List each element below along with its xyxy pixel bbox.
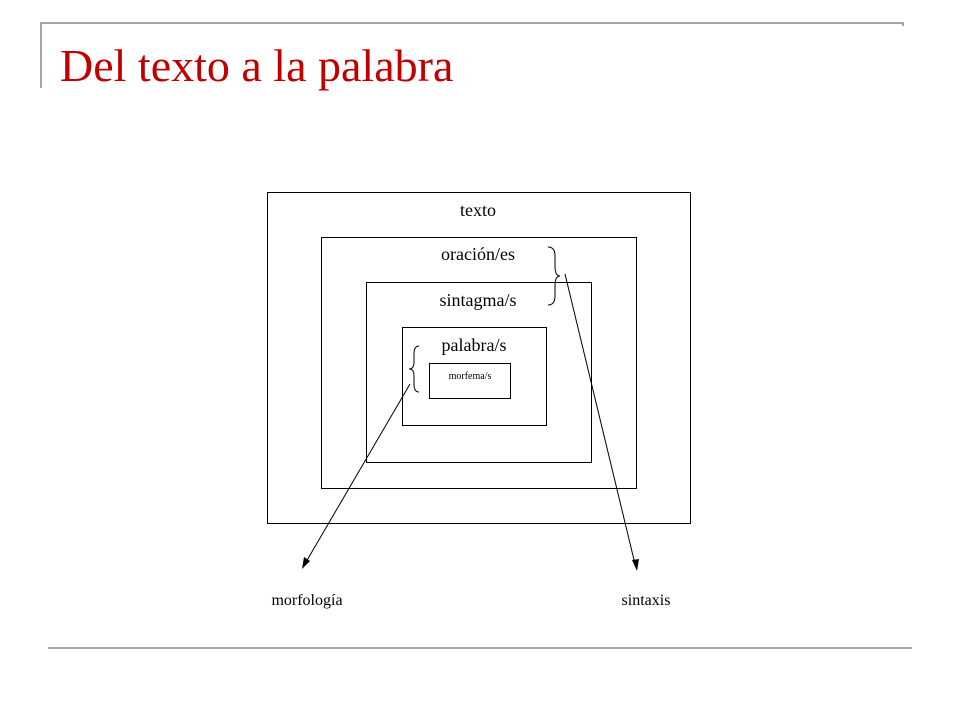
texto-box xyxy=(267,192,691,524)
slide-frame-left xyxy=(40,22,42,88)
oracion-label: oración/es xyxy=(441,244,515,264)
sintaxis-label: sintaxis xyxy=(622,592,671,609)
sintaxis-arrow xyxy=(564,273,636,565)
morfologia-label: morfología xyxy=(271,592,342,609)
sintagma-box xyxy=(366,282,592,463)
slide-frame-bottom xyxy=(48,647,912,649)
sintaxis-brace xyxy=(547,246,561,306)
morfema-box xyxy=(429,363,511,399)
slide-frame-top xyxy=(40,22,904,24)
slide-title: Del texto a la palabra xyxy=(60,40,454,91)
palabra-box xyxy=(402,327,547,426)
sintagma-label: sintagma/s xyxy=(440,290,517,310)
sintaxis-arrowhead xyxy=(632,559,639,571)
palabra-label: palabra/s xyxy=(442,335,507,355)
morfologia-arrow xyxy=(305,383,411,563)
morfologia-brace xyxy=(408,345,420,393)
oracion-box xyxy=(321,237,637,489)
slide-frame-right xyxy=(902,22,904,26)
morfema-label: morfema/s xyxy=(449,371,492,382)
texto-label: texto xyxy=(460,200,496,220)
morfologia-arrowhead xyxy=(302,557,310,569)
